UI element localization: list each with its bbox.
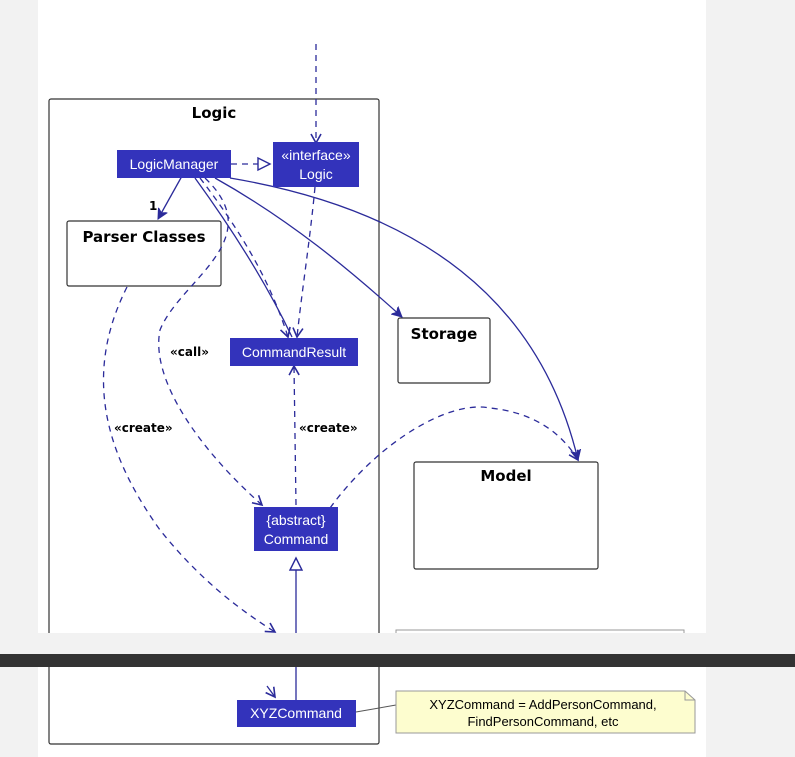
logic-package-title: Logic (192, 104, 237, 122)
edge-manager-storage (214, 177, 402, 317)
logic-interface-name: Logic (299, 166, 332, 182)
edge-call-command (158, 177, 264, 507)
abstract-command-name: Command (264, 531, 329, 547)
edge-manager-result-solid (194, 177, 293, 338)
storage-box[interactable] (397, 317, 491, 384)
parser-classes-label: Parser Classes (82, 228, 205, 246)
logic-manager-label: LogicManager (130, 156, 219, 172)
note-line-2: FindPersonCommand, etc (467, 714, 619, 729)
edge-manager-parser (157, 175, 183, 219)
edge-command-creates-result (288, 364, 300, 506)
overlay-band-dark (0, 654, 795, 667)
note-line-1: XYZCommand = AddPersonCommand, (429, 697, 656, 712)
model-label: Model (480, 467, 531, 485)
logic-manager-box[interactable] (117, 150, 231, 178)
multiplicity-label: 1 (149, 199, 157, 213)
edge-parser-creates-xyz-upper (102, 286, 277, 633)
xyz-command-label: XYZCommand (250, 705, 342, 721)
parser-classes-box[interactable] (66, 220, 222, 287)
abstract-command-box[interactable] (254, 507, 338, 551)
edge-note-connector (355, 704, 397, 713)
note-box (395, 690, 696, 734)
abstract-command-stereotype: {abstract} (266, 512, 325, 528)
edge-logic-result (292, 186, 316, 339)
command-result-box[interactable] (230, 338, 358, 366)
logic-interface-box[interactable] (273, 142, 359, 187)
xyz-command-box[interactable] (237, 700, 356, 727)
model-box[interactable] (413, 461, 599, 570)
command-result-label: CommandResult (242, 344, 346, 360)
logic-interface-stereotype: «interface» (281, 147, 350, 163)
edge-manager-model (229, 177, 578, 460)
storage-label: Storage (411, 325, 478, 343)
note-fold (684, 691, 695, 701)
edge-parser-creates-xyz-lower (265, 685, 276, 699)
create-label-parser: «create» (114, 421, 173, 435)
create-label-result: «create» (299, 421, 358, 435)
call-label: «call» (170, 345, 209, 359)
edge-command-model (329, 406, 579, 509)
edge-manager-result-dashed (199, 177, 291, 339)
